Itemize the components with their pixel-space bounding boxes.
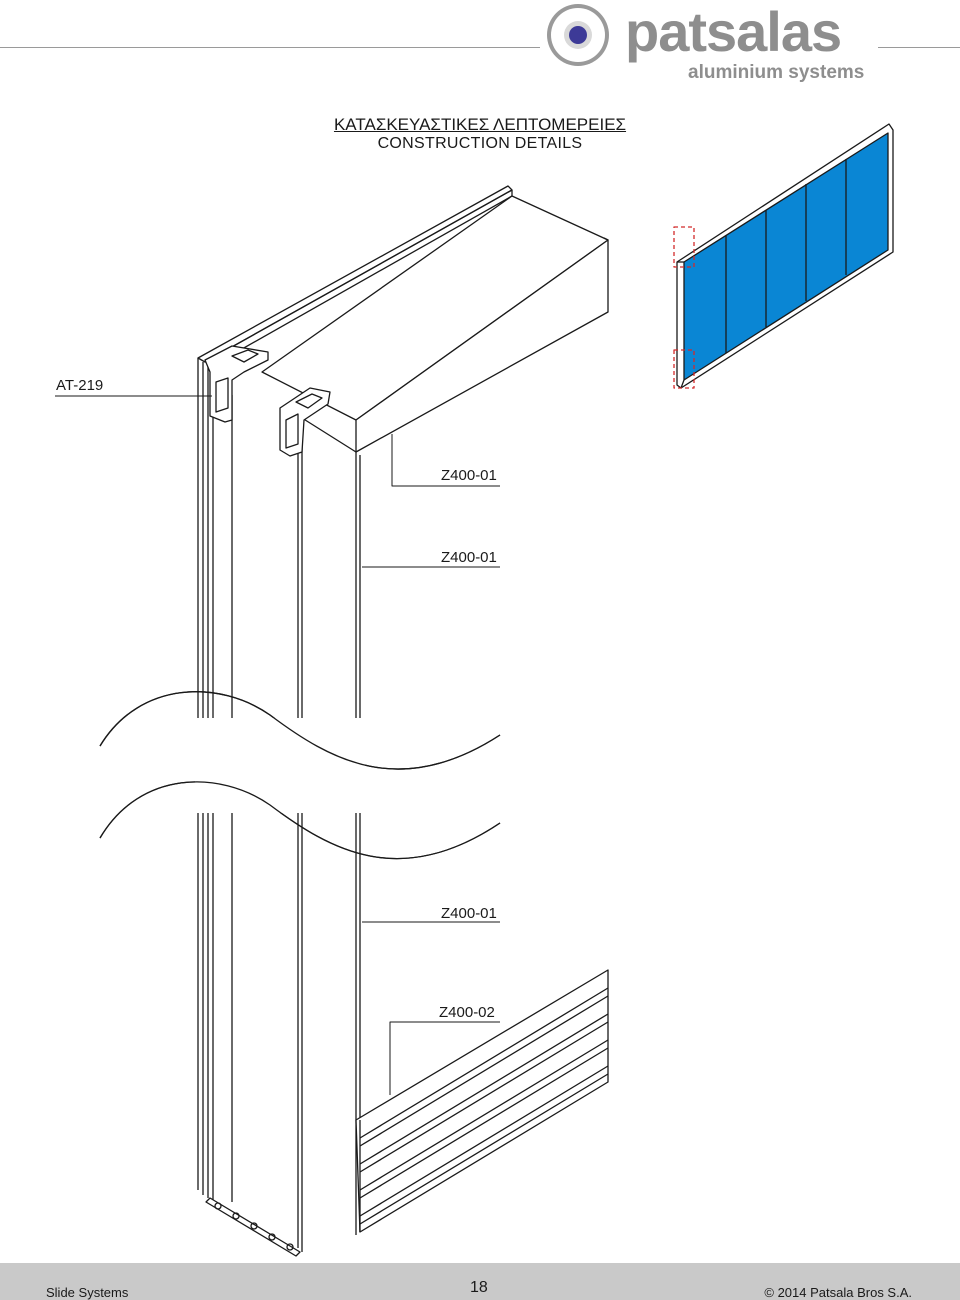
brand-tagline: aluminium systems	[688, 62, 865, 83]
profile-assembly	[99, 185, 609, 1257]
label-z400-01-low: Z400-01	[441, 905, 497, 922]
footer-bar: Slide Systems 18 © 2014 Patsala Bros S.A…	[0, 1263, 960, 1300]
label-z400-01-mid: Z400-01	[441, 549, 497, 566]
leader-lines	[55, 395, 500, 1095]
detail-marker-top	[673, 226, 695, 268]
page-number: 18	[470, 1279, 488, 1296]
logo-dot-icon	[569, 26, 587, 44]
detail-marker-bottom	[673, 349, 695, 389]
label-z400-01-top: Z400-01	[441, 467, 497, 484]
title-english: CONSTRUCTION DETAILS	[377, 135, 583, 152]
header-rule-right	[878, 47, 960, 48]
brand-logo	[547, 4, 609, 66]
panel-overview	[673, 123, 894, 389]
header-rule-left	[0, 47, 540, 48]
label-at-219: AT-219	[56, 377, 104, 394]
label-z400-02: Z400-02	[439, 1004, 495, 1021]
footer-section-title: Slide Systems	[46, 1285, 129, 1300]
brand-name: patsalas	[625, 0, 842, 63]
title-greek: ΚΑΤΑΣΚΕΥΑΣΤΙΚΕΣ ΛΕΠΤΟΜΕΡΕΙΕΣ	[333, 115, 627, 134]
footer-copyright: © 2014 Patsala Bros S.A.	[764, 1285, 912, 1300]
